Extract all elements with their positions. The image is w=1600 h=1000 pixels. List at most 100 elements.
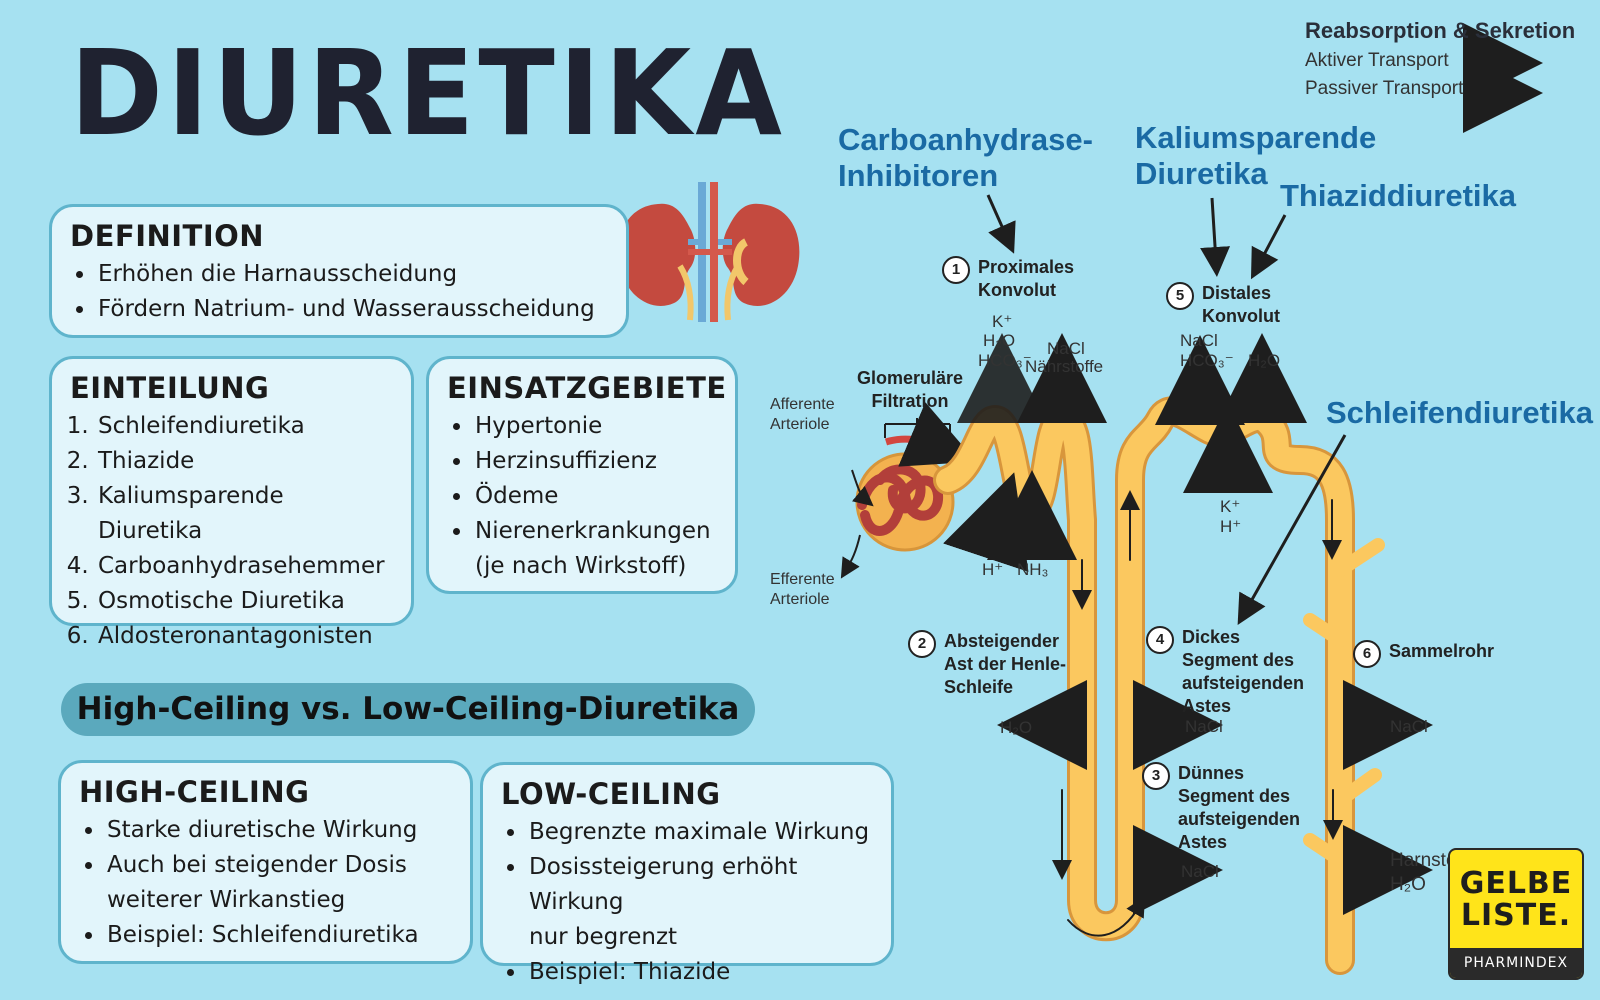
- low-ceiling-heading: LOW-CEILING: [501, 777, 721, 811]
- segment-label: Ast der Henle-: [944, 654, 1067, 674]
- ion-naehrstoffe: Nährstoffe: [1025, 357, 1104, 376]
- segment-label: Segment des: [1182, 650, 1295, 670]
- einteilung-list: Schleifendiuretika Thiazide Kaliumsparen…: [70, 409, 393, 654]
- high-ceiling-card: HIGH-CEILING Starke diuretische Wirkung …: [58, 760, 473, 964]
- efferent-arteriole-label: Efferente Arteriole: [770, 570, 835, 610]
- logo-line-2: LISTE.: [1460, 898, 1572, 933]
- ion-hco3-5: HCO₃⁻: [1180, 351, 1234, 370]
- legend-title: Reabsorption & Sekretion: [1305, 18, 1576, 43]
- list-item: Fördern Natrium- und Wasserausscheidung: [96, 292, 608, 327]
- glomerulus: [840, 402, 977, 579]
- ion-nacl-6: NaCl: [1390, 717, 1428, 736]
- ion-h2o-1: H₂O: [983, 331, 1016, 350]
- list-item: Osmotische Diuretika: [96, 584, 393, 619]
- label-line: Filtration: [871, 391, 949, 411]
- list-item: Ödeme: [473, 479, 717, 514]
- drug-label-line: Kaliumsparende: [1135, 120, 1377, 155]
- segment-number: 5: [1166, 282, 1194, 310]
- afferent-arteriole-label: Afferente Arteriole: [770, 395, 835, 435]
- ion-nh3: NH₃: [1017, 560, 1049, 579]
- list-item: Erhöhen die Harnausscheidung: [96, 257, 608, 292]
- logo-bar: PHARMINDEX: [1450, 948, 1582, 978]
- list-item: Aldosteronantagonisten: [96, 619, 393, 654]
- ion-h-1: H⁺: [982, 560, 1004, 579]
- drug-kaliumsparend: Kaliumsparende Diuretika: [1135, 120, 1376, 192]
- ion-harnstoff: Harnstoff: [1390, 850, 1467, 871]
- list-item-text: Auch bei steigender Dosis: [107, 852, 407, 878]
- ion-h2o-5: H₂O: [1248, 351, 1281, 370]
- high-ceiling-list: Starke diuretische Wirkung Auch bei stei…: [79, 813, 452, 953]
- list-item: Thiazide: [96, 444, 393, 479]
- segment-number: 4: [1146, 626, 1174, 654]
- segment-label: Distales: [1202, 283, 1272, 303]
- segment-number: 1: [942, 256, 970, 284]
- drug-label-line: Diuretika: [1135, 156, 1268, 191]
- segment-label: Proximales: [978, 257, 1075, 277]
- drug-label-line: Inhibitoren: [838, 158, 999, 193]
- high-ceiling-heading: HIGH-CEILING: [79, 775, 310, 809]
- label-line: Glomeruläre: [857, 368, 964, 388]
- segment-label: aufsteigenden: [1182, 673, 1305, 693]
- label-line: Arteriole: [770, 416, 830, 433]
- low-ceiling-list: Begrenzte maximale Wirkung Dosissteigeru…: [501, 815, 873, 990]
- ion-h2o-6: H₂O: [1390, 874, 1426, 895]
- segment-label: Schleife: [944, 677, 1014, 697]
- einteilung-heading: EINTEILUNG: [70, 371, 270, 405]
- list-item-cont: nur begrenzt: [529, 924, 678, 950]
- segment-number: 6: [1353, 640, 1381, 668]
- list-item-text: Dosissteigerung erhöht Wirkung: [529, 854, 798, 915]
- drug-pointer-arrows: [986, 194, 1347, 626]
- label-line: Arteriole: [770, 591, 830, 608]
- ion-nacl-4: NaCl: [1185, 717, 1223, 736]
- drug-carboanhydrase: Carboanhydrase- Inhibitoren: [838, 122, 1093, 194]
- list-item: Starke diuretische Wirkung: [105, 813, 452, 848]
- einsatzgebiete-heading: EINSATZGEBIETE: [447, 371, 727, 405]
- definition-heading: DEFINITION: [70, 219, 265, 253]
- list-item: Begrenzte maximale Wirkung: [527, 815, 873, 850]
- glomerular-filtration-label: Glomeruläre Filtration: [857, 367, 963, 413]
- ion-h-5: H⁺: [1220, 517, 1242, 536]
- einsatzgebiete-list: Hypertonie Herzinsuffizienz Ödeme Nieren…: [447, 409, 717, 584]
- einteilung-card: EINTEILUNG Schleifendiuretika Thiazide K…: [49, 356, 414, 649]
- legend-passive-label: Passiver Transport: [1305, 78, 1464, 99]
- segment-number: 2: [908, 630, 936, 658]
- segment-label: Sammelrohr: [1389, 641, 1495, 661]
- segment-label: Konvolut: [978, 280, 1056, 300]
- segment-label: Astes: [1178, 832, 1228, 852]
- segment-label: aufsteigenden: [1178, 809, 1301, 829]
- page-title: DIURETIKA: [70, 25, 786, 163]
- list-item-cont: weiterer Wirkanstieg: [107, 887, 346, 913]
- legend: Reabsorption & Sekretion Aktiver Transpo…: [1305, 18, 1575, 100]
- logo-line-1: GELBE: [1459, 866, 1573, 901]
- list-item-note: (je nach Wirkstoff): [475, 553, 687, 579]
- segment-label: Dickes: [1182, 627, 1241, 647]
- list-item-text: Nierenerkrankungen: [475, 518, 711, 544]
- ion-nacl-3: NaCl: [1181, 862, 1219, 881]
- segment-label: Absteigender: [944, 631, 1060, 651]
- label-line: Efferente: [770, 571, 835, 588]
- legend-passive: Passiver Transport: [1305, 78, 1575, 100]
- drug-schleife: Schleifendiuretika: [1326, 395, 1594, 430]
- definition-card: DEFINITION Erhöhen die Harnausscheidung …: [49, 204, 629, 338]
- ion-nacl-5: NaCl: [1180, 331, 1218, 350]
- list-item: Hypertonie: [473, 409, 717, 444]
- definition-list: Erhöhen die Harnausscheidung Fördern Nat…: [70, 257, 608, 327]
- segment-label: Astes: [1182, 696, 1232, 716]
- drug-label-line: Carboanhydrase-: [838, 122, 1093, 157]
- ion-nacl-1: NaCl: [1047, 339, 1085, 358]
- list-item: Carboanhydrasehemmer: [96, 549, 393, 584]
- drug-thiazid: Thiaziddiuretika: [1280, 178, 1516, 213]
- list-item: Beispiel: Schleifendiuretika: [105, 918, 452, 953]
- list-item: Dosissteigerung erhöht Wirkung nur begren…: [527, 850, 873, 955]
- transport-arrows: [943, 333, 1433, 915]
- list-item: Auch bei steigender Dosis weiterer Wirkan…: [105, 848, 452, 918]
- kidney-illustration: [618, 182, 800, 322]
- low-ceiling-card: LOW-CEILING Begrenzte maximale Wirkung D…: [480, 762, 894, 985]
- einsatzgebiete-card: EINSATZGEBIETE Hypertonie Herzinsuffizie…: [426, 356, 738, 594]
